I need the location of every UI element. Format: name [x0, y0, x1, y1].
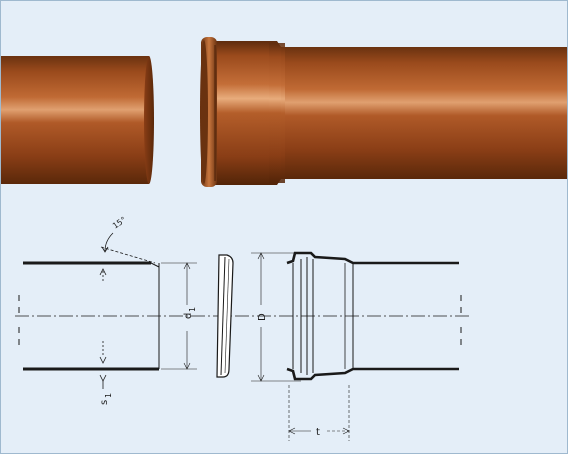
chamfer-angle-label: 15° [111, 215, 128, 231]
s1-label-main: s [99, 400, 110, 405]
seal-ring-section [216, 254, 234, 378]
d1-label: d 1 [183, 307, 197, 319]
s1-label: s 1 [99, 393, 113, 405]
technical-drawing [15, 232, 471, 441]
d1-label-subscript: 1 [188, 307, 197, 312]
socket-pipe-photo [200, 37, 567, 187]
D-dimension [251, 252, 301, 382]
spigot-section [18, 232, 197, 389]
spigot-pipe-photo [1, 56, 154, 184]
d1-label-main: d [183, 313, 194, 319]
t-label: t [316, 427, 320, 438]
D-label: D [257, 313, 268, 321]
socket-section [286, 251, 462, 441]
D-label-main: D [257, 313, 268, 321]
s1-label-subscript: 1 [104, 393, 113, 398]
